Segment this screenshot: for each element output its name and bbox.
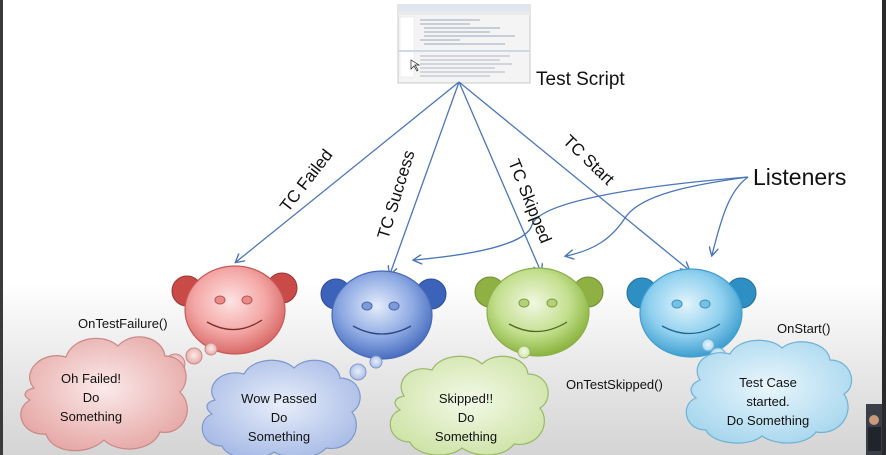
cloud-line: Skipped!! (439, 391, 493, 406)
cloud-line: Oh Failed! (61, 371, 121, 386)
cloud-line: Test Case (739, 375, 797, 390)
on-start-label: OnStart() (777, 321, 830, 336)
tc-start-label: TC Start (559, 131, 618, 189)
cloud-line: started. (746, 394, 789, 409)
cloud-line: Do (458, 410, 475, 425)
listener-to-start (712, 176, 749, 255)
tc-failed-arrow (236, 81, 460, 262)
start-thought-cloud (685, 338, 853, 444)
failed-thought-cloud (20, 336, 218, 452)
listener-arrows (414, 176, 749, 260)
start-cloud-text: Test Case started. Do Something (727, 375, 809, 428)
on-test-skipped-label: OnTestSkipped() (566, 377, 663, 392)
right-frame-edge (882, 0, 886, 455)
cloud-line: Something (248, 429, 310, 444)
success-cloud-text: Wow Passed Do Something (241, 391, 317, 444)
skipped-cloud-text: Skipped!! Do Something (435, 391, 497, 444)
tc-start-arrow (458, 81, 689, 270)
start-face (626, 268, 757, 358)
listener-to-skipped (566, 176, 749, 256)
test-script-screenshot (397, 4, 531, 84)
cloud-line: Something (435, 429, 497, 444)
on-test-failure-label: OnTestFailure() (78, 316, 168, 331)
tc-skipped-label: TC Skipped (504, 156, 555, 245)
success-thought-cloud (201, 355, 383, 455)
event-arrows (236, 81, 689, 274)
cloud-line: Do Something (727, 413, 809, 428)
skipped-thought-cloud (389, 345, 549, 455)
listeners-label: Listeners (753, 164, 846, 190)
failed-face (171, 265, 298, 355)
cloud-line: Do (271, 410, 288, 425)
cloud-line: Something (60, 409, 122, 424)
tc-success-label: TC Success (374, 148, 419, 241)
tc-skipped-arrow (458, 81, 541, 272)
success-face (320, 270, 447, 360)
failed-cloud-text: Oh Failed! Do Something (60, 371, 122, 424)
test-script-label: Test Script (536, 69, 625, 90)
cloud-line: Wow Passed (241, 391, 317, 406)
listener-to-success (414, 176, 749, 260)
left-frame-edge (0, 0, 3, 455)
skipped-face (474, 267, 604, 357)
cloud-line: Do (83, 390, 100, 405)
tc-success-arrow (390, 81, 460, 274)
presenter-thumbnail (866, 404, 882, 455)
